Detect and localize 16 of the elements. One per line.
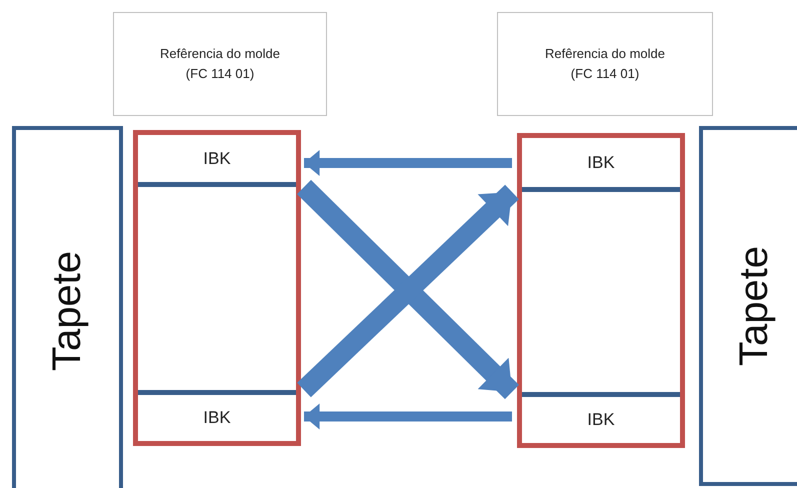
ibk-label: IBK xyxy=(587,409,615,432)
conveyor-box xyxy=(12,126,123,488)
conveyor-label: Tapete xyxy=(44,250,90,372)
conveyor-box xyxy=(699,126,797,486)
ibk-label: IBK xyxy=(203,148,231,170)
block-arrow xyxy=(304,404,512,430)
reference-label: Refêrencia do molde (FC 114 01) xyxy=(544,45,666,83)
ibk-label: IBK xyxy=(587,152,615,174)
block-arrow xyxy=(304,150,512,176)
mold-frame xyxy=(517,133,685,448)
mold-frame xyxy=(133,130,301,446)
reference-box xyxy=(113,12,327,116)
ibk-label: IBK xyxy=(203,407,231,430)
reference-box xyxy=(497,12,713,116)
reference-label: Refêrencia do molde (FC 114 01) xyxy=(159,45,281,83)
conveyor-label: Tapete xyxy=(731,246,777,366)
